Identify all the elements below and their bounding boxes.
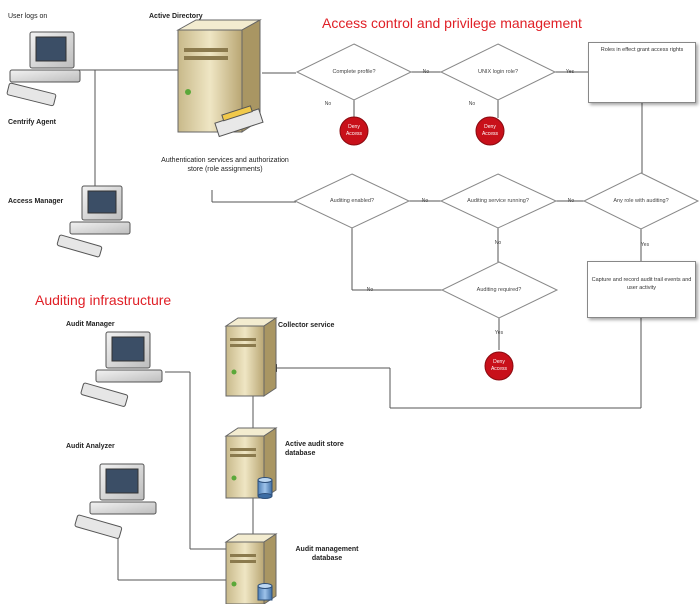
access-control-title: Access control and privilege management — [322, 15, 582, 31]
edge-label-no-3: No — [468, 101, 476, 107]
edge-label-no-6: No — [494, 240, 502, 246]
audit-store-server-icon — [224, 427, 278, 499]
active-directory-label: Active Directory — [149, 13, 203, 20]
roles-grant-box: Roles in effect grant access rights — [588, 42, 696, 103]
edge-label-no-5: No — [567, 198, 575, 204]
deny-access-label-2: Deny Access — [481, 124, 499, 137]
decision-auditing-required — [440, 261, 559, 319]
decision-complete-profile-text: Complete profile? — [332, 69, 376, 75]
ad-description-label: Authentication services and authorizatio… — [161, 157, 289, 173]
deny-access-label-1: Deny Access — [345, 124, 363, 137]
decision-auditing-service-text: Auditing service running? — [467, 198, 529, 204]
decision-unix-login-role-text: UNIX login role? — [477, 69, 519, 75]
decision-auditing-enabled — [293, 173, 411, 229]
user-logs-on-label: User logs on — [8, 13, 48, 20]
deny-terminal-3 — [484, 351, 514, 381]
capture-record-text: Capture and record audit trail events an… — [591, 277, 692, 291]
deny-access-label-3: Deny Access — [490, 359, 508, 372]
deny-terminal-1 — [339, 116, 369, 146]
collector-service-label: Collector service — [278, 322, 335, 329]
edge-label-no-2: No — [324, 101, 332, 107]
decision-any-role — [582, 172, 700, 230]
decision-auditing-enabled-text: Auditing enabled? — [329, 198, 375, 204]
connectors — [78, 69, 643, 581]
access-manager-label: Access Manager — [8, 198, 64, 205]
audit-manager-label: Audit Manager — [66, 321, 115, 328]
edge-label-yes-1: Yes — [565, 69, 575, 75]
decision-any-role-text: Any role with auditing? — [613, 198, 669, 204]
edge-label-no-1: No — [422, 69, 430, 75]
decision-auditing-service — [439, 173, 558, 229]
audit-manager-computer-icon — [80, 331, 163, 407]
audit-analyzer-computer-icon — [74, 463, 157, 539]
edge-label-no-7: No — [366, 287, 374, 293]
audit-management-db-label: Audit management database — [295, 546, 359, 562]
decision-unix-login-role — [439, 43, 557, 101]
audit-analyzer-label: Audit Analyzer — [66, 443, 115, 450]
deny-terminals — [339, 116, 514, 381]
edge-label-yes-3: Yes — [494, 330, 504, 336]
collector-server-icon — [224, 317, 278, 397]
active-directory-server-icon — [176, 19, 264, 138]
active-audit-store-label: Active audit store database — [285, 441, 344, 457]
edge-label-no-4: No — [421, 198, 429, 204]
auditing-infrastructure-title: Auditing infrastructure — [35, 292, 172, 308]
decision-diamonds — [293, 43, 700, 319]
deny-terminal-2 — [475, 116, 505, 146]
audit-management-server-icon — [224, 533, 278, 604]
decision-auditing-required-text: Auditing required? — [476, 287, 522, 293]
user-computer-icon — [6, 31, 81, 107]
capture-record-box: Capture and record audit trail events an… — [587, 261, 696, 318]
centrify-agent-label: Centrify Agent — [8, 119, 56, 126]
edge-label-yes-2: Yes — [640, 242, 650, 248]
access-manager-computer-icon — [56, 185, 131, 258]
decision-complete-profile — [295, 43, 413, 101]
roles-grant-text: Roles in effect grant access rights — [600, 47, 684, 53]
